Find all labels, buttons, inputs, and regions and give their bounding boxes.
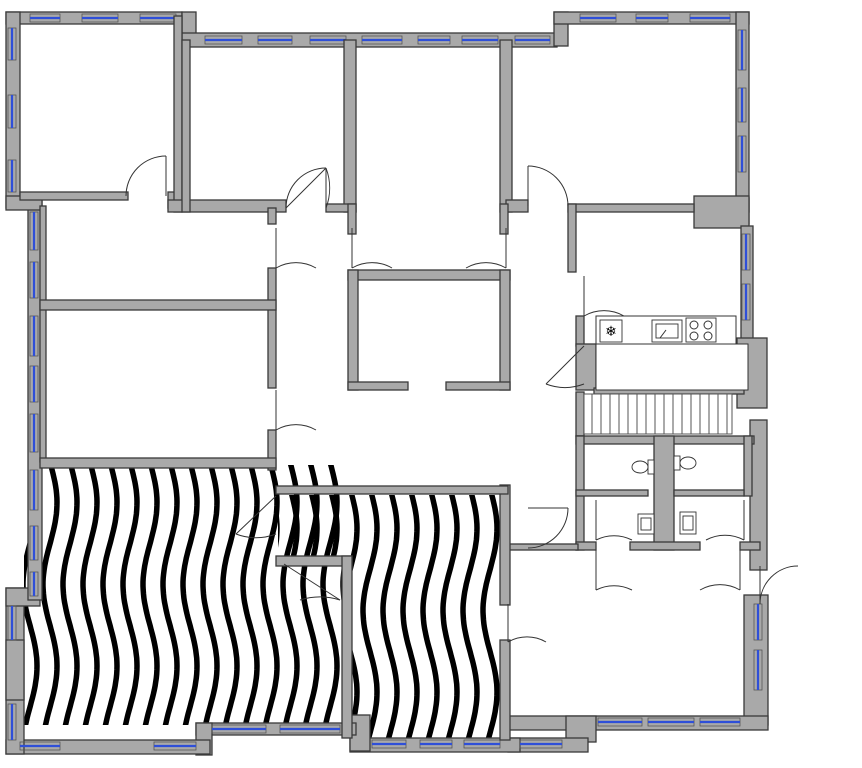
window-icon [737,87,747,123]
window-icon [689,13,731,23]
hatch-stripe [360,495,380,740]
window-icon [19,741,61,751]
window-icon [7,94,17,129]
door-swing-icon [285,167,331,209]
hatch-stripe [260,465,280,725]
toilet-icon [631,459,655,475]
window-icon [417,35,451,45]
hatch-stripe [140,465,160,725]
window-icon [81,13,119,23]
kitchen-counter: ❄ [595,315,749,391]
door-swing-icon [283,563,341,601]
door-swing-icon [595,550,633,591]
door-swing-icon [275,390,317,431]
hatch-stripe [380,495,400,740]
doors [125,155,799,643]
window-icon [7,605,17,641]
door-swing-icon [699,550,741,591]
window-icon [647,717,695,727]
door-swing-icon [527,165,569,207]
window-icon [7,27,17,61]
windows [7,13,763,751]
hatch-stripe [40,465,60,725]
door-swing-icon [759,565,799,605]
sink-icon [651,319,683,343]
hatch-stripe [400,495,420,740]
door-swing-icon [235,495,277,539]
svg-text:❄: ❄ [605,324,617,340]
window-icon [29,315,39,357]
hatch-stripe [160,465,180,725]
hatch-stripe [440,495,460,740]
window-icon [753,649,763,691]
hatch-stripe [60,465,80,725]
hatch-stripe [220,465,240,725]
door-swing-icon [545,345,585,388]
window-icon [737,135,747,173]
window-icon [699,717,741,727]
toilet-icon [673,455,697,471]
door-swing-icon [465,228,507,269]
door-swing-icon [125,155,167,197]
window-icon [29,469,39,511]
window-icon [29,211,39,251]
fridge-icon: ❄ [599,319,623,343]
window-icon [461,35,499,45]
hatch-stripe [80,465,100,725]
stair-icon [583,393,733,435]
window-icon [279,724,341,734]
window-icon [7,159,17,193]
hatch-stripe [460,495,480,740]
window-icon [371,739,407,749]
sink-icon [679,511,697,535]
window-icon [29,525,39,561]
window-icon [597,717,643,727]
window-icon [419,739,453,749]
window-icon [29,13,61,23]
window-icon [741,283,751,321]
hatch-stripe [480,495,500,740]
window-icon [519,739,563,749]
window-icon [463,739,501,749]
window-icon [741,233,751,271]
interior-walls [19,15,761,741]
window-icon [7,703,17,741]
window-icon [579,13,617,23]
door-swing-icon [285,167,327,209]
hatch-stripe [200,465,220,725]
hatch-stripe [180,465,200,725]
door-swing-icon [527,507,569,549]
door-swing-icon [275,228,317,269]
hatched-area-left [24,465,344,725]
window-icon [29,365,39,403]
window-icon [737,29,747,71]
door-swing-icon [351,228,393,269]
door-swing-icon [705,500,745,541]
hatch-stripe [100,465,120,725]
window-icon [29,413,39,453]
window-icon [29,571,39,597]
window-icon [361,35,403,45]
door-swing-icon [583,276,625,317]
window-icon [257,35,293,45]
hatch-stripe [240,465,260,725]
stove-icon [685,317,717,343]
window-icon [635,13,669,23]
window-icon [753,603,763,641]
hatch-stripe [420,495,440,740]
window-icon [204,35,243,45]
door-swing-icon [507,604,547,643]
sink-icon [637,513,655,535]
window-icon [211,724,267,734]
window-icon [514,35,551,45]
window-icon [29,261,39,299]
door-swing-icon [595,500,633,541]
hatched-area-right [278,495,500,740]
window-icon [153,741,197,751]
hatch-stripe [120,465,140,725]
